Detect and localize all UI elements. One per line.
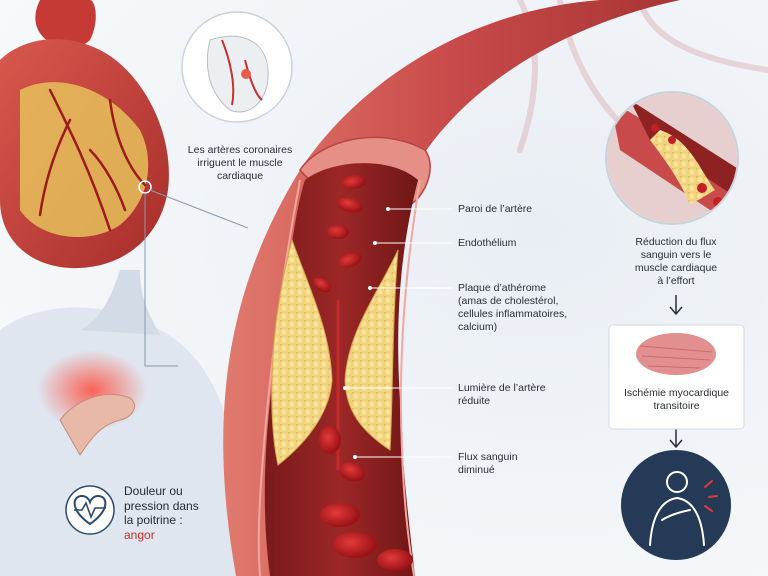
angina-icon	[621, 450, 731, 560]
pain-description: Douleur ou pression dans la poitrine :	[124, 484, 199, 527]
ischemia-text: Ischémie myocardique transitoire	[609, 387, 744, 413]
pain-text: Douleur ou pression dans la poitrine : a…	[124, 484, 199, 542]
label-lumen: Lumière de l’artère réduite	[458, 382, 588, 408]
label-endothelium: Endothélium	[458, 237, 588, 250]
label-plaque: Plaque d’athérome (amas de cholestérol, …	[458, 282, 588, 334]
label-blood-flow: Flux sanguin diminué	[458, 451, 588, 477]
heart-monitor-icon	[66, 486, 114, 534]
ischemia-box	[609, 325, 744, 429]
coronary-caption: Les artères coronaires irriguent le musc…	[172, 144, 308, 183]
reduction-text: Réduction du flux sanguin vers le muscle…	[606, 236, 746, 288]
coronary-inset	[182, 12, 292, 122]
label-artery-wall: Paroi de l’artère	[458, 203, 588, 216]
muscle-tissue	[636, 333, 716, 375]
angina-label: angor	[124, 528, 155, 542]
